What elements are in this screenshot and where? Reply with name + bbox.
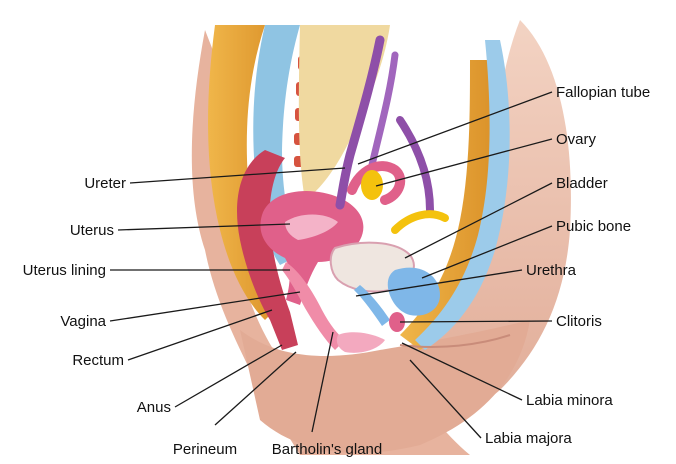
anatomy-illustration [192,20,571,455]
ovary-ligament [395,214,445,230]
label-fallopian-tube: Fallopian tube [556,84,650,101]
label-labia-minora: Labia minora [526,392,613,409]
label-pubic-bone: Pubic bone [556,218,631,235]
label-uterus-lining: Uterus lining [23,262,106,279]
label-uterus: Uterus [70,222,114,239]
label-urethra: Urethra [526,262,577,279]
label-clitoris: Clitoris [556,313,602,330]
label-ovary: Ovary [556,131,597,148]
round-ligament [400,120,430,210]
label-vagina: Vagina [60,313,106,330]
label-bartholins-gland: Bartholin's gland [272,441,382,458]
pubic-bone [388,268,440,316]
label-labia-majora: Labia majora [485,430,572,447]
labia-minora-organ [337,332,385,353]
label-bladder: Bladder [556,175,608,192]
label-anus: Anus [137,399,171,416]
label-perineum: Perineum [173,441,237,458]
label-ureter: Ureter [84,175,126,192]
label-rectum: Rectum [72,352,124,369]
